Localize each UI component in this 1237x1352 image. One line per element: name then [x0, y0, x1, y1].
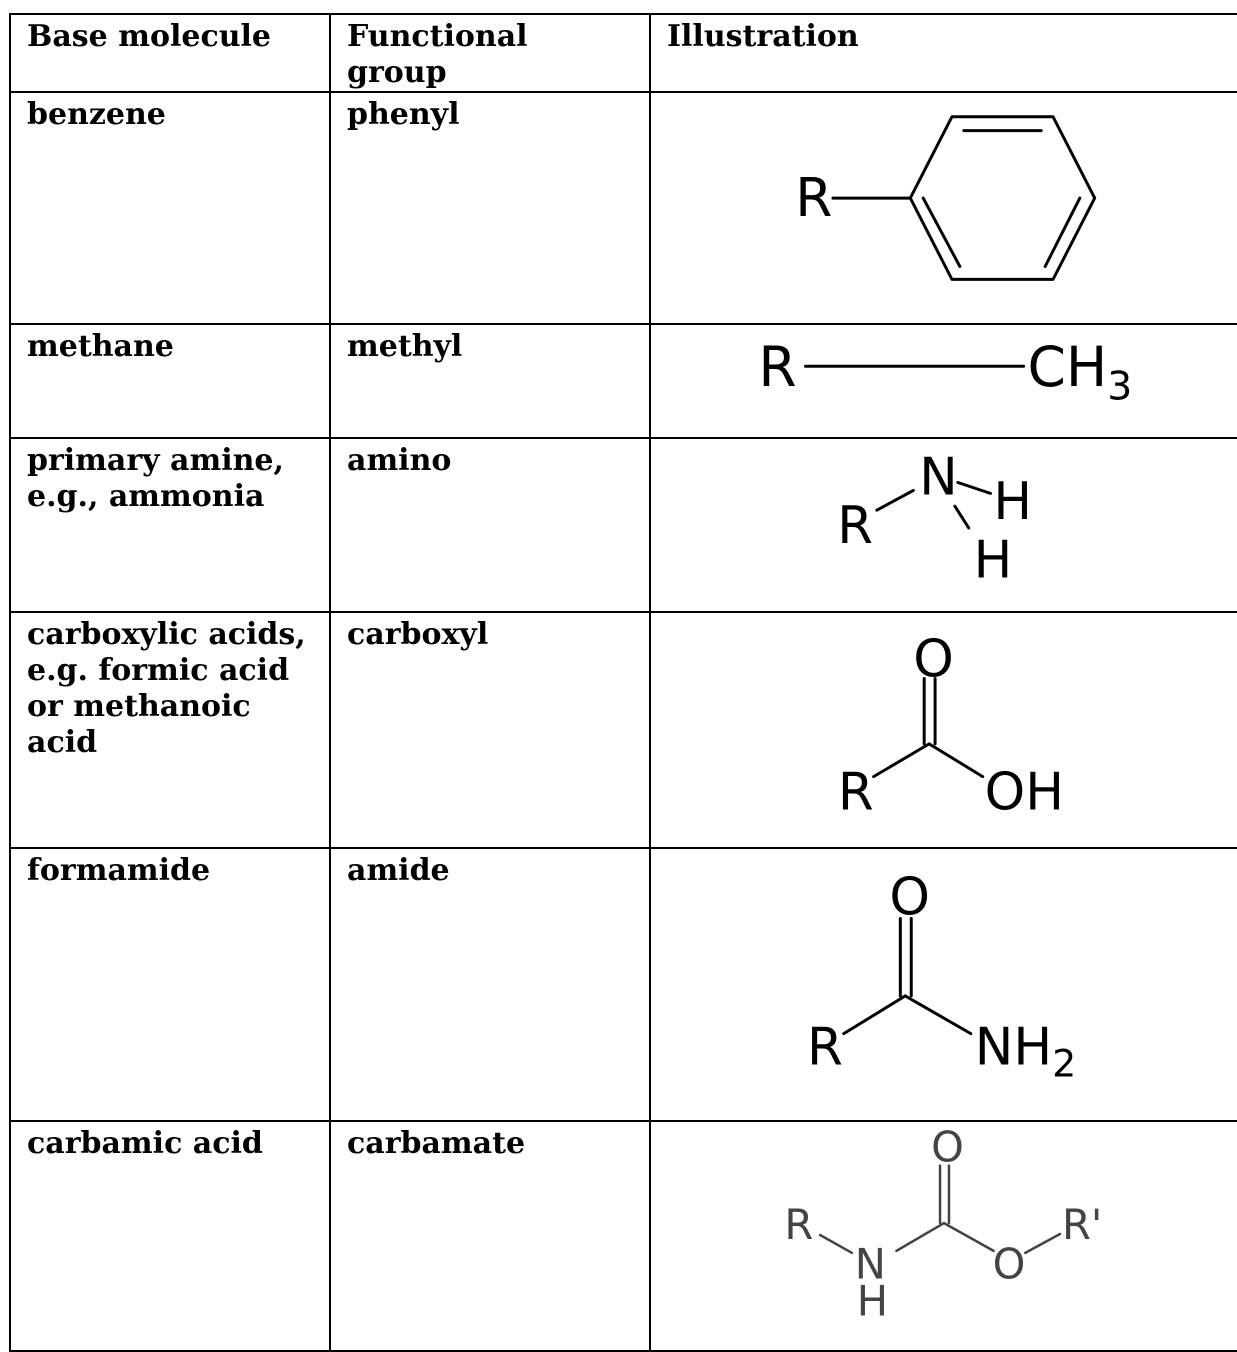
bond-c-o [942, 1221, 995, 1253]
atom-r: R [784, 1200, 813, 1249]
table-row: formamide amide O R NH2 [9, 847, 1237, 1122]
functional-group-cell: carboxyl [329, 611, 651, 849]
base-molecule-cell: primary amine, e.g., ammonia [9, 437, 331, 613]
base-molecule-cell: formamide [9, 847, 331, 1122]
header-functional-group: Functional group [329, 13, 651, 93]
base-molecule-cell: benzene [9, 91, 331, 325]
double-bond-left [921, 196, 962, 268]
table-row: primary amine, e.g., ammonia amino R N H… [9, 437, 1237, 613]
bond-c-n [903, 994, 973, 1036]
illustration-cell: O R N H O R' [649, 1120, 1237, 1352]
bond-c-r [842, 994, 907, 1036]
atom-r: R [807, 1017, 843, 1077]
carboxyl-structure: O R OH [838, 629, 1064, 822]
functional-group-cell: amino [329, 437, 651, 613]
functional-group-cell: carbamate [329, 1120, 651, 1352]
atom-o: O [913, 629, 954, 689]
amide-structure: O R NH2 [807, 868, 1076, 1086]
bond-c-oh [927, 742, 985, 779]
carbamate-structure: O R N H O R' [784, 1123, 1102, 1326]
atom-h: H [857, 1276, 888, 1325]
atom-h: H [974, 530, 1013, 590]
atom-o: O [889, 868, 930, 928]
atom-oh: OH [985, 762, 1064, 822]
bond-r-n [818, 1233, 854, 1255]
atom-r: R [758, 335, 796, 399]
table-row: carboxylic acids, e.g. formic acid or me… [9, 611, 1237, 849]
illustration-cell: O R NH2 [649, 847, 1237, 1122]
illustration-cell: O R OH [649, 611, 1237, 849]
bond-c-r [872, 742, 931, 779]
header-base-molecule: Base molecule [9, 13, 331, 93]
atom-nh2: NH2 [975, 1017, 1076, 1085]
illustration-cell: R N H H [649, 437, 1237, 613]
table-row: methane methyl R CH3 [9, 323, 1237, 439]
bond-n-h [956, 481, 992, 495]
table-row: benzene phenyl R [9, 91, 1237, 325]
benzene-ring [908, 115, 1097, 281]
atom-r: R [795, 166, 832, 229]
atom-n: N [855, 1240, 886, 1289]
header-illustration: Illustration [649, 13, 1237, 93]
functional-group-cell: methyl [329, 323, 651, 439]
functional-groups-table: Base molecule Functional group Illustrat… [9, 13, 1237, 1352]
base-molecule-cell: carbamic acid [9, 1120, 331, 1352]
atom-h: H [993, 472, 1032, 532]
atom-r: R [838, 762, 874, 822]
base-molecule-cell: methane [9, 323, 331, 439]
phenyl-structure: R [795, 115, 1097, 281]
base-molecule-cell: carboxylic acids, e.g. formic acid or me… [9, 611, 331, 849]
methyl-structure: R CH3 [758, 335, 1133, 410]
atom-ch3: CH3 [1028, 335, 1133, 410]
double-bond-right [1043, 196, 1082, 268]
bond-o-r [1024, 1232, 1062, 1255]
amino-structure: R N H H [837, 447, 1032, 590]
bond-c-n [895, 1221, 946, 1253]
atom-r: R [837, 496, 873, 556]
atom-o: O [931, 1123, 964, 1172]
illustration-cell: R [649, 91, 1237, 325]
functional-group-cell: amide [329, 847, 651, 1122]
illustration-cell: R CH3 [649, 323, 1237, 439]
header-row: Base molecule Functional group Illustrat… [9, 13, 1237, 93]
atom-o: O [993, 1240, 1026, 1289]
atom-n: N [919, 447, 957, 507]
bond-n-h [953, 504, 971, 530]
bond-r-n [875, 488, 915, 512]
functional-group-cell: phenyl [329, 91, 651, 325]
table-row: carbamic acid carbamate O R N H O R' [9, 1120, 1237, 1352]
atom-r-prime: R' [1062, 1200, 1102, 1249]
